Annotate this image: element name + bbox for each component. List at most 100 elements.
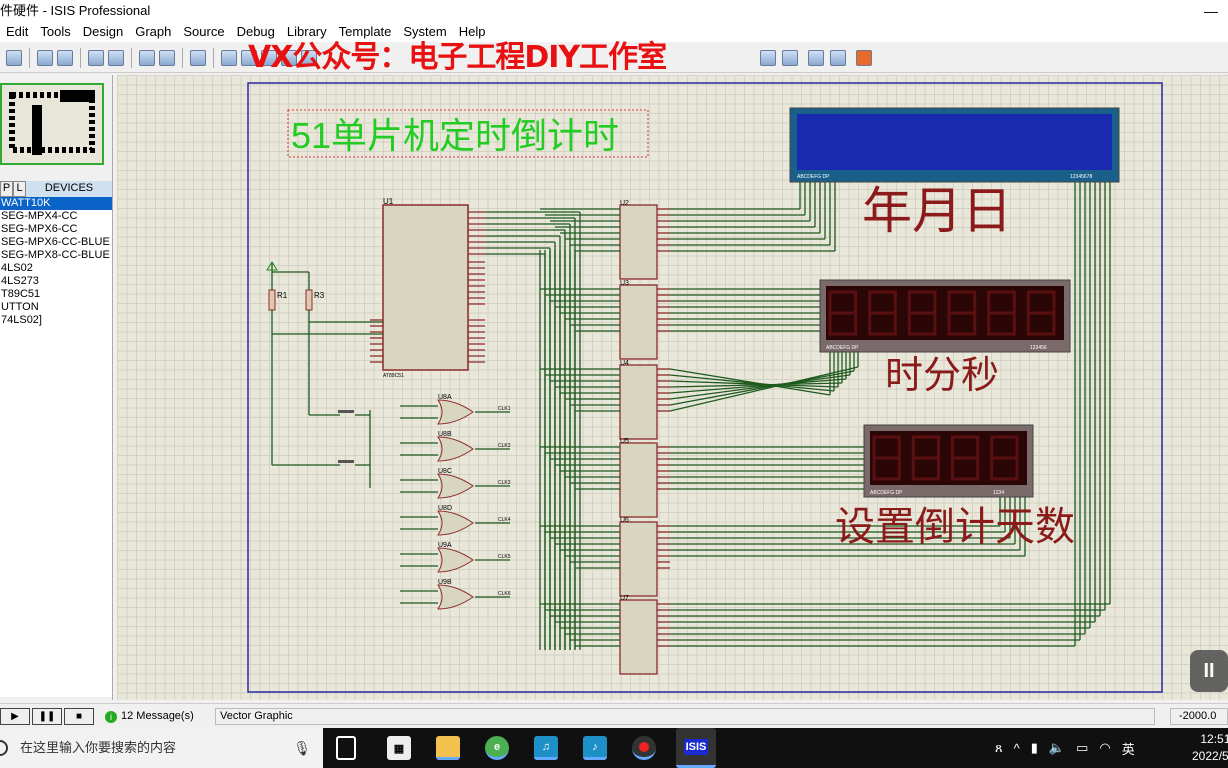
show-hidden-icons[interactable]: ^ — [1013, 740, 1020, 756]
sheet-border — [247, 82, 1163, 693]
netlist-icon[interactable] — [830, 49, 846, 66]
save-icon[interactable] — [6, 49, 22, 66]
messages-count: 12 Message(s) — [121, 710, 194, 722]
calculator-icon[interactable]: ▦ — [387, 736, 411, 760]
menu-graph[interactable]: Graph — [135, 24, 172, 39]
device-list-item[interactable]: SEG-MPX8-CC-BLUE — [1, 249, 110, 261]
library-button[interactable]: L — [13, 181, 26, 197]
latch-ref: U5 — [620, 438, 629, 445]
device-list-item[interactable]: T89C51 — [1, 288, 41, 300]
microphone-icon[interactable]: 🎙 — [293, 740, 311, 756]
zoom-out-icon[interactable] — [261, 49, 277, 66]
menu-tools[interactable]: Tools — [40, 24, 71, 39]
nor-gate — [437, 584, 474, 610]
wifi-icon[interactable]: ◠ — [1099, 740, 1111, 755]
isis-taskbar-icon[interactable]: ISIS — [676, 728, 716, 768]
device-list-item[interactable]: SEG-MPX6-CC-BLUE — [1, 236, 110, 248]
tool-icon[interactable] — [782, 49, 798, 66]
minimize-button[interactable]: — — [1204, 3, 1218, 19]
pick-device-button[interactable]: P — [0, 181, 13, 197]
media-app-icon[interactable]: ♪ — [583, 736, 607, 760]
seven-segment-digit — [947, 290, 977, 336]
latch-chip — [619, 521, 658, 597]
file-explorer-icon[interactable] — [436, 736, 460, 760]
lcd-screen — [797, 114, 1112, 170]
record-icon[interactable] — [632, 736, 656, 760]
ime-indicator[interactable]: 英 — [1121, 741, 1135, 757]
stop-button[interactable]: ■ — [64, 708, 94, 725]
task-view-icon[interactable] — [336, 736, 356, 760]
volume-icon[interactable]: 🔈 — [1048, 740, 1066, 755]
resistor-ref: R1 — [277, 291, 288, 300]
zoom-all-icon[interactable] — [281, 49, 297, 66]
ares-icon[interactable] — [856, 49, 872, 66]
device-list-item[interactable]: SEG-MPX6-CC — [1, 223, 78, 235]
push-button — [338, 410, 354, 413]
title-bar: 件硬件 - ISIS Professional — — [0, 0, 1228, 22]
import-icon[interactable] — [37, 49, 53, 66]
u1-part: AT89C51 — [383, 373, 404, 379]
taskbar: 在这里输入你要搜索的内容🎙 ▦ e ♫ ♪ ISIS ጸ ^ ▮ 🔈 ▭ ◠ 英… — [0, 728, 1228, 768]
gate-ref: U9B — [438, 579, 452, 586]
device-list-item[interactable]: UTTON — [1, 301, 39, 313]
clk-label: CLK4 — [498, 517, 511, 523]
delete-icon[interactable] — [760, 49, 776, 66]
device-list-item[interactable]: 4LS273 — [1, 275, 39, 287]
browser-icon[interactable]: e — [485, 736, 509, 760]
device-list-item[interactable]: WATT10K — [0, 197, 112, 210]
pan-icon[interactable] — [221, 49, 237, 66]
print-icon[interactable] — [88, 49, 104, 66]
toolbar-separator — [131, 47, 132, 68]
pause-overlay-button[interactable]: II — [1190, 650, 1228, 692]
latch-ref: U4 — [620, 360, 629, 367]
devices-title: DEVICES — [44, 182, 94, 194]
menu-edit[interactable]: Edit — [6, 24, 29, 39]
usb-icon[interactable]: ▮ — [1030, 740, 1038, 755]
origin-icon[interactable] — [190, 49, 206, 66]
lcd-pin-label: ABCDEFG DP — [797, 174, 830, 180]
menu-system[interactable]: System — [403, 24, 447, 39]
battery-icon[interactable]: ▭ — [1076, 740, 1089, 755]
menu-library[interactable]: Library — [286, 24, 327, 39]
pause-button[interactable]: ❚❚ — [32, 708, 62, 725]
bom-icon[interactable] — [808, 49, 824, 66]
export-icon[interactable] — [57, 49, 73, 66]
power-terminal — [266, 261, 278, 271]
menu-debug[interactable]: Debug — [236, 24, 275, 39]
seven-segment-digit — [872, 435, 901, 481]
zoom-in-icon[interactable] — [241, 49, 257, 66]
menu-help[interactable]: Help — [458, 24, 486, 39]
device-list-item[interactable]: 4LS02 — [1, 262, 33, 274]
window-title: 件硬件 - ISIS Professional — [0, 3, 151, 18]
refresh-icon[interactable] — [139, 49, 155, 66]
toolbar-separator — [80, 47, 81, 68]
people-icon[interactable]: ጸ — [995, 740, 1003, 755]
wire — [669, 366, 859, 412]
overview-window[interactable] — [0, 83, 104, 165]
latch-ref: U3 — [620, 280, 629, 287]
grid-icon[interactable] — [159, 49, 175, 66]
latch-chip — [619, 284, 658, 360]
device-list-item[interactable]: 74LS02] — [1, 314, 42, 326]
wire — [669, 380, 839, 388]
taskbar-search[interactable]: 在这里输入你要搜索的内容🎙 — [0, 728, 323, 768]
latch-chip — [619, 599, 658, 675]
play-button[interactable]: ▶ — [0, 708, 30, 725]
music-app-icon[interactable]: ♫ — [534, 736, 558, 760]
device-list-item[interactable]: SEG-MPX4-CC — [1, 210, 78, 222]
menu-source[interactable]: Source — [183, 24, 225, 39]
seg6-display-screen — [826, 286, 1064, 340]
page-icon[interactable] — [108, 49, 124, 66]
menu-template[interactable]: Template — [338, 24, 392, 39]
zoom-area-icon[interactable] — [301, 49, 317, 66]
latch-chip — [619, 204, 658, 280]
nor-gate — [437, 510, 474, 536]
menu-design[interactable]: Design — [82, 24, 124, 39]
nor-gate — [437, 473, 474, 499]
